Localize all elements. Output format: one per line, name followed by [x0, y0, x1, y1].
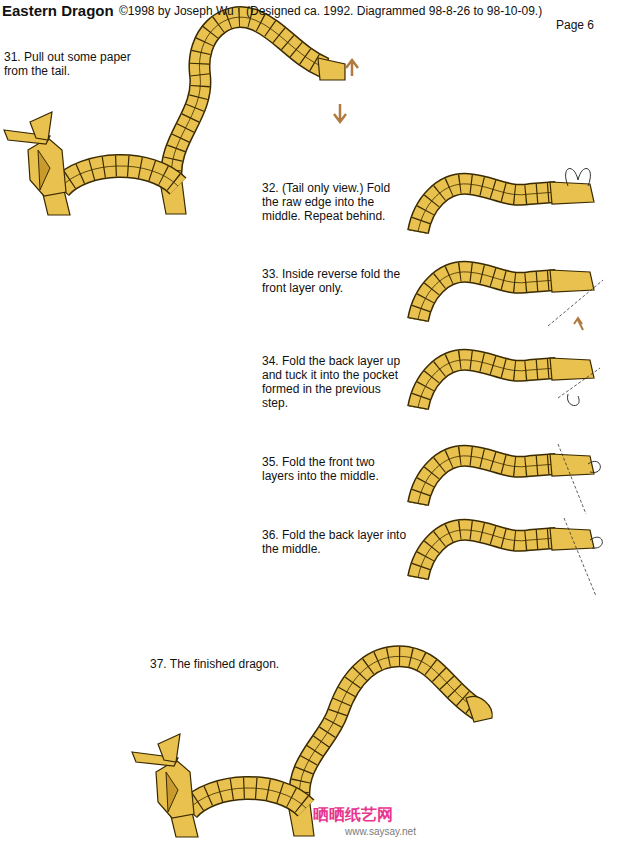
step-text: 31. Pull out some paper from the tail.: [4, 50, 154, 78]
step-text: 36. Fold the back layer into the middle.: [262, 528, 410, 556]
page-title: Eastern Dragon: [2, 2, 114, 19]
date-note: (Designed ca. 1992. Diagrammed 98-8-26 t…: [246, 4, 542, 18]
page-number: Page 6: [556, 18, 594, 32]
step-text: 32. (Tail only view.) Fold the raw edge …: [262, 181, 410, 223]
step-text: 35. Fold the front two layers into the m…: [262, 455, 410, 483]
watermark: 晒晒纸艺网: [313, 806, 393, 824]
step-text: 33. Inside reverse fold the front layer …: [262, 267, 410, 295]
copyright-note: ©1998 by Joseph Wu: [119, 4, 234, 18]
watermark-url: www.saysay.net: [345, 826, 416, 838]
step-text: 34. Fold the back layer up and tuck it i…: [262, 354, 410, 410]
step-text: 37. The finished dragon.: [150, 657, 350, 671]
